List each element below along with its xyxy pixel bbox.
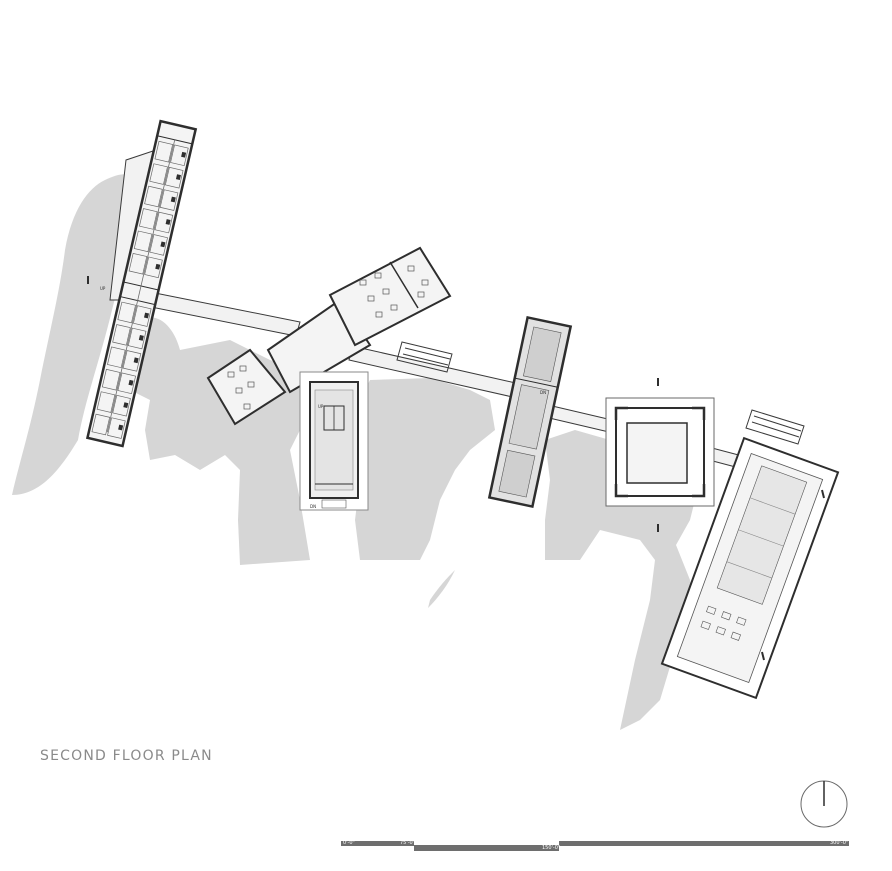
up-label-a: UP [100,286,106,291]
building-c [299,371,369,511]
building-b [206,246,452,426]
up-label-c: UP [318,404,324,409]
building-a [85,119,198,448]
scale-tick-75: 75'-0" [400,840,416,846]
north-arrow-icon [800,780,848,828]
page-title: SECOND FLOOR PLAN [40,748,213,764]
scale-tick-0: 0'-0" [343,840,355,846]
scale-tick-300: 300'-0" [830,840,849,846]
dn-label-c: DN [310,504,316,509]
building-d [487,315,573,509]
dn-label-d: DN [540,390,546,395]
building-e [605,397,715,507]
building-f [660,436,840,700]
stairs [396,341,805,445]
scale-bar [341,841,849,851]
scale-tick-150: 150'-0" [542,845,561,851]
section-markers [87,276,825,661]
